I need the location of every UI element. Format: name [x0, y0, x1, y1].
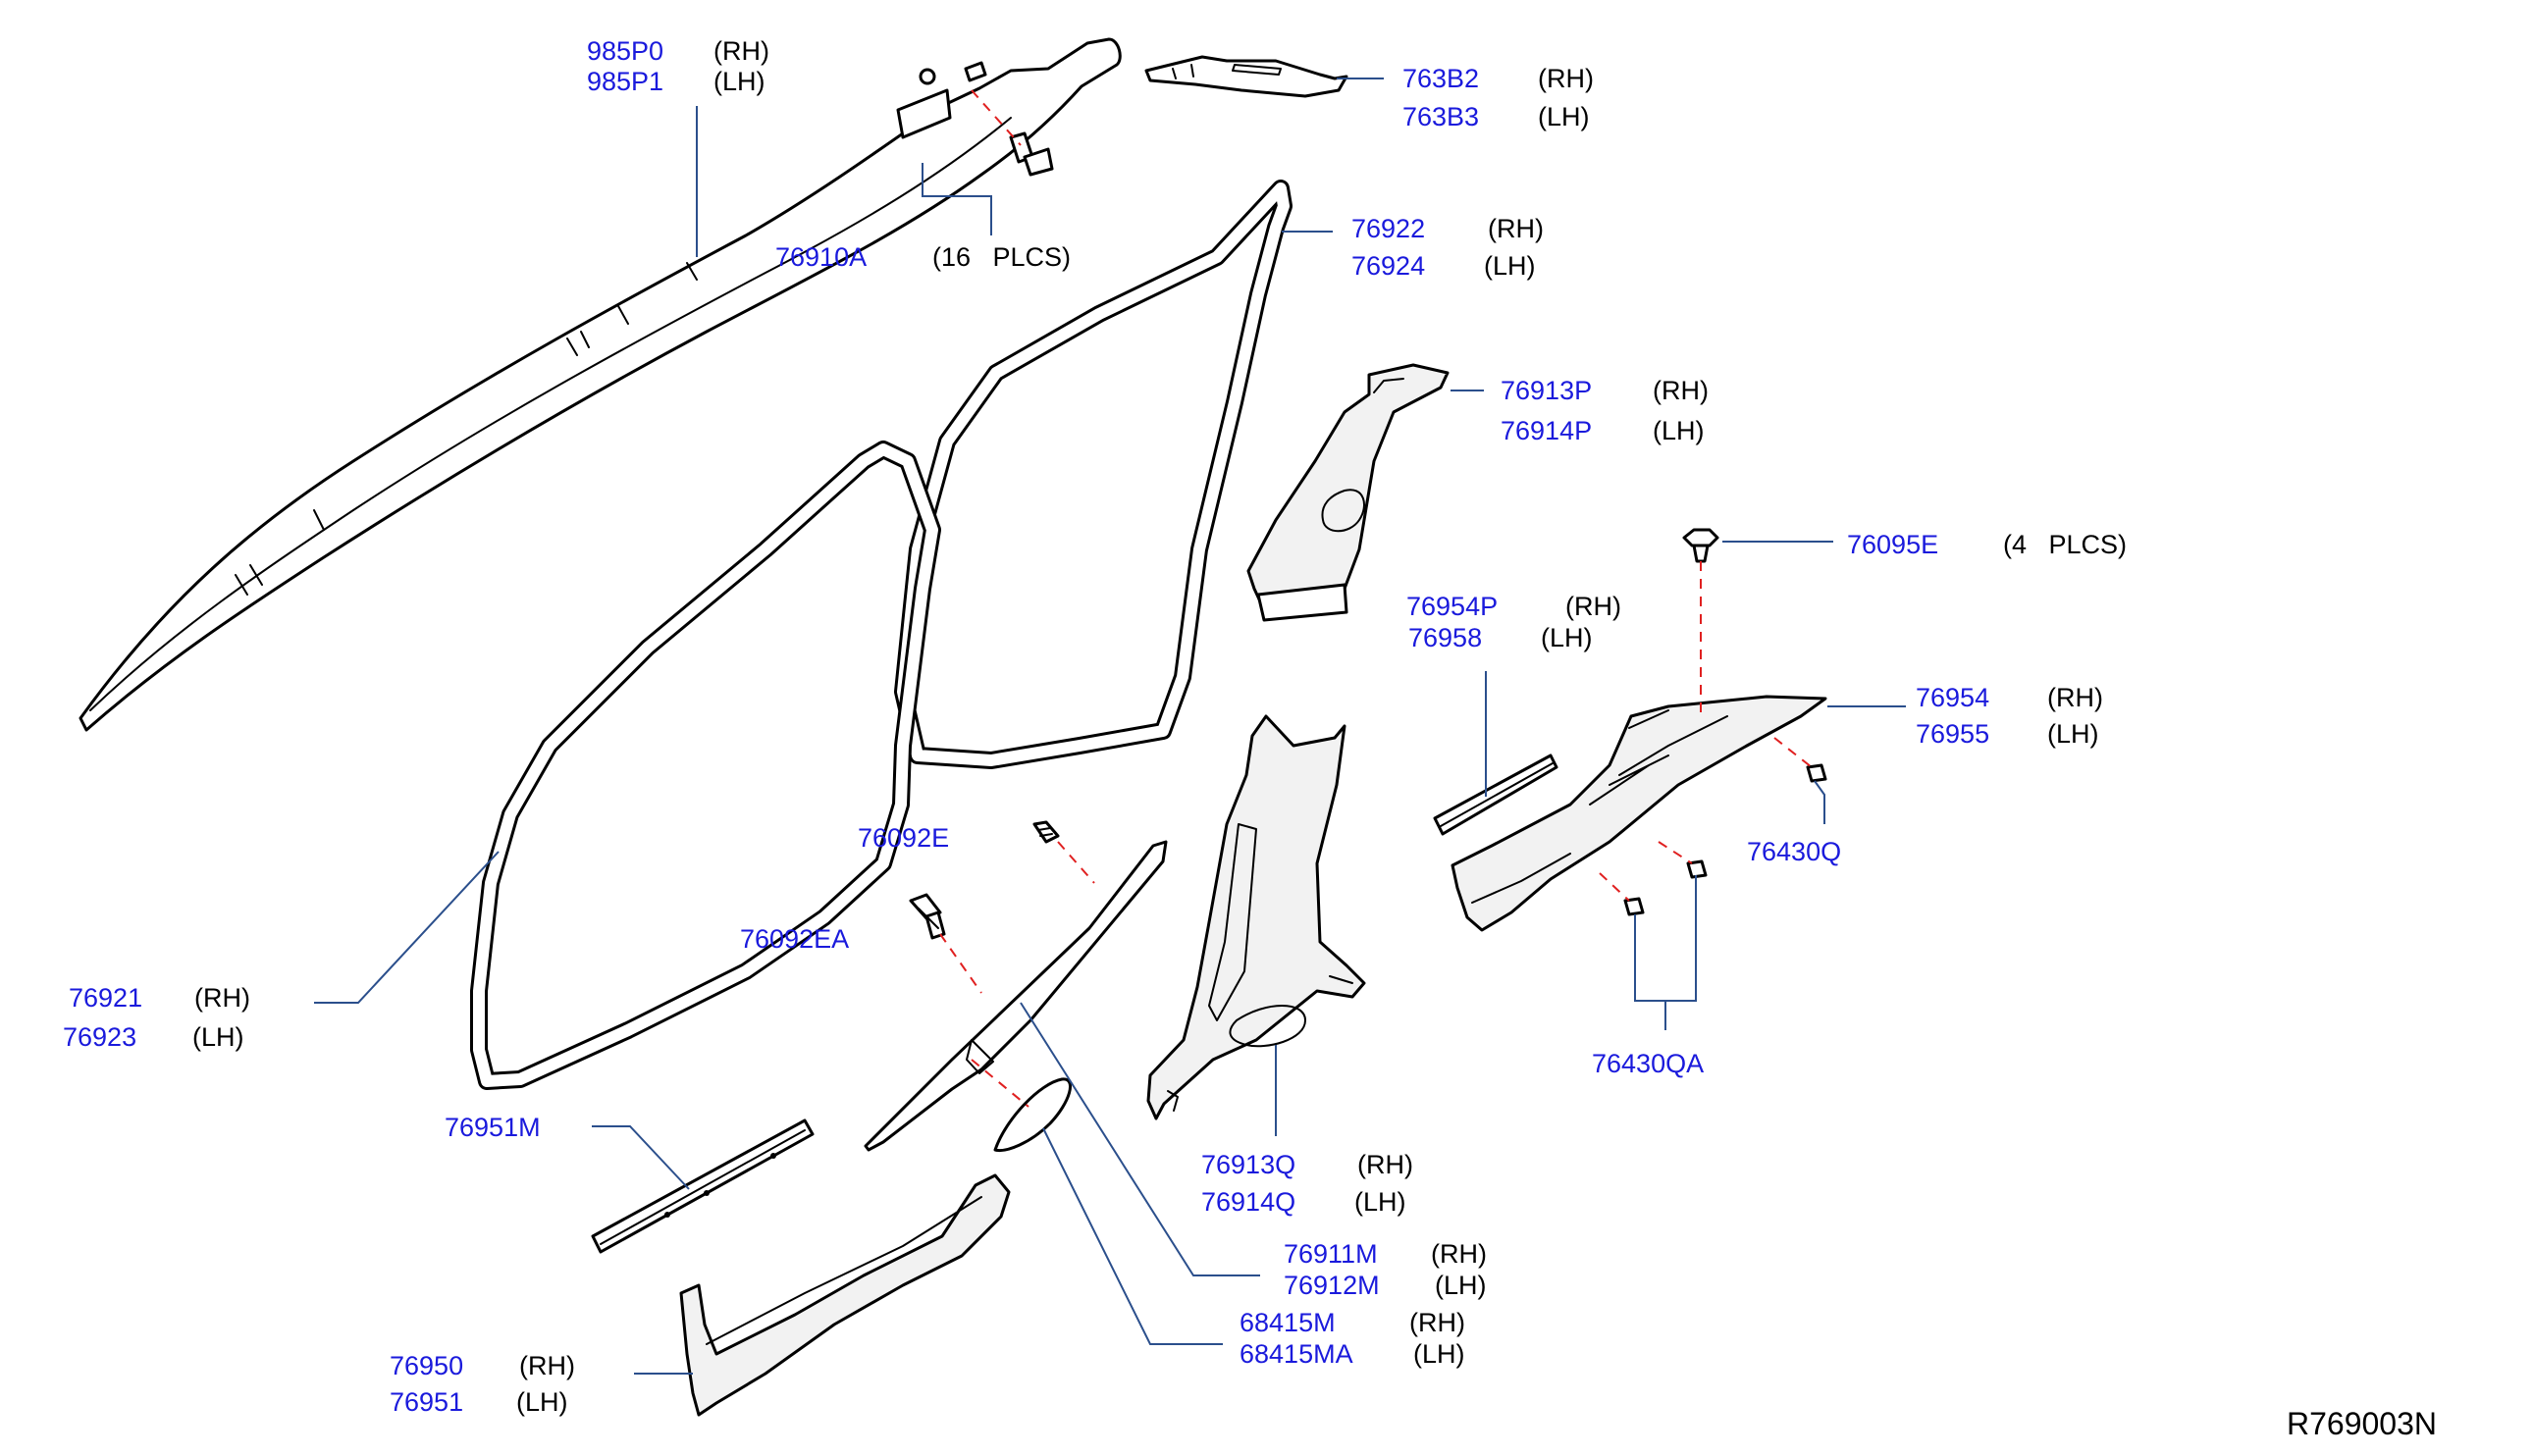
clip-76092e-drawing — [1032, 820, 1060, 844]
side-label: (LH) — [516, 1387, 568, 1417]
clips-76430q-drawing — [1623, 763, 1827, 916]
upper-rear-trim-drawing — [1144, 55, 1348, 98]
side-label: (LH) — [2047, 719, 2099, 749]
callout-76095e: 76095E (4 PLCS) — [1847, 530, 2127, 559]
rear-kicking-plate-drawing — [1433, 754, 1558, 836]
part-number: 76912M — [1284, 1271, 1380, 1300]
part-number: 76914Q — [1201, 1187, 1295, 1217]
clip-76095e-drawing — [1682, 528, 1719, 563]
callout-76951m: 76951M — [445, 1113, 541, 1142]
part-number: 76095E — [1847, 530, 1938, 559]
diagram-reference: R769003N — [2287, 1406, 2437, 1441]
side-label: (LH) — [1538, 102, 1590, 131]
part-number: 76951M — [445, 1113, 541, 1142]
side-label: (RH) — [1409, 1308, 1465, 1337]
side-label: (RH) — [1488, 214, 1544, 243]
callout-985p: 985P0 (RH) 985P1 (LH) — [587, 36, 769, 96]
callout-76910a: 76910A (16 PLCS) — [775, 242, 1071, 272]
callout-76092ea: 76092EA — [740, 924, 849, 954]
part-number: 76951 — [390, 1387, 463, 1417]
side-label: (LH) — [1354, 1187, 1406, 1217]
part-number: 76955 — [1916, 719, 1989, 749]
part-number: 763B3 — [1402, 102, 1479, 131]
side-label: (LH) — [1653, 416, 1705, 445]
part-number: 76954P — [1406, 592, 1498, 621]
rear-weatherstrip-drawing — [894, 180, 1293, 769]
clip-76092ea-drawing — [909, 893, 946, 940]
side-label: (RH) — [2047, 683, 2103, 712]
callout-68415m: 68415M (RH) 68415MA (LH) — [1240, 1308, 1465, 1369]
part-number: 76910A — [775, 242, 867, 272]
front-pillar-trim-drawing — [864, 840, 1168, 1152]
part-number: 985P0 — [587, 36, 663, 66]
front-kicking-trim-drawing — [679, 1173, 1011, 1417]
callout-76092e: 76092E — [858, 823, 949, 853]
part-number: 76914P — [1501, 416, 1592, 445]
side-label: (RH) — [519, 1351, 575, 1380]
front-weatherstrip-drawing — [470, 441, 941, 1090]
part-number: 763B2 — [1402, 64, 1479, 93]
part-number: 76950 — [390, 1351, 463, 1380]
part-number: 76092EA — [740, 924, 849, 954]
part-number: 76922 — [1351, 214, 1425, 243]
quantity-label: (4 PLCS) — [2003, 530, 2127, 559]
callout-76913q: 76913Q (RH) 76914Q (LH) — [1201, 1150, 1413, 1217]
part-number: 76430QA — [1592, 1049, 1704, 1078]
part-number: 76923 — [63, 1022, 136, 1052]
fastener-lines — [939, 89, 1813, 1108]
part-number: 76913P — [1501, 376, 1592, 405]
front-kicking-plate-drawing — [591, 1118, 815, 1254]
pillar-lower-trim-drawing — [1146, 714, 1366, 1120]
side-label: (RH) — [713, 36, 769, 66]
part-number: 76430Q — [1747, 837, 1841, 866]
cover-drawing — [993, 1077, 1072, 1153]
callout-763b: 763B2 (RH) 763B3 (LH) — [1402, 64, 1594, 131]
side-label: (LH) — [1541, 623, 1593, 652]
part-number: 76092E — [858, 823, 949, 853]
part-number: 76913Q — [1201, 1150, 1295, 1179]
rear-kicking-trim-drawing — [1451, 695, 1827, 932]
curtain-airbag-drawing — [79, 37, 1122, 732]
side-label: (RH) — [1357, 1150, 1413, 1179]
side-label: (LH) — [713, 67, 765, 96]
bolt-drawing — [1009, 131, 1054, 177]
leader-lines — [314, 78, 1906, 1375]
quantity-label: (16 PLCS) — [932, 242, 1071, 272]
callout-76911m: 76911M (RH) 76912M (LH) — [1284, 1239, 1487, 1300]
part-number: 68415M — [1240, 1308, 1336, 1337]
side-label: (RH) — [1538, 64, 1594, 93]
side-label: (LH) — [192, 1022, 244, 1052]
side-label: (LH) — [1484, 251, 1536, 281]
part-number: 985P1 — [587, 67, 663, 96]
callout-76922: 76922 (RH) 76924 (LH) — [1351, 214, 1544, 281]
part-number: 76911M — [1284, 1239, 1378, 1269]
pillar-upper-trim-drawing — [1246, 363, 1450, 622]
part-number: 76924 — [1351, 251, 1425, 281]
callout-76921: 76921 (RH) 76923 (LH) — [63, 983, 250, 1052]
side-label: (LH) — [1435, 1271, 1487, 1300]
part-number: 76958 — [1408, 623, 1482, 652]
callout-76954: 76954 (RH) 76955 (LH) — [1916, 683, 2103, 749]
callout-76954p: 76954P (RH) 76958 (LH) — [1406, 592, 1621, 652]
callout-76950: 76950 (RH) 76951 (LH) — [390, 1351, 575, 1417]
side-label: (RH) — [194, 983, 250, 1013]
part-number: 76921 — [69, 983, 142, 1013]
callout-76913p: 76913P (RH) 76914P (LH) — [1501, 376, 1709, 445]
part-number: 76954 — [1916, 683, 1989, 712]
callout-76430q: 76430Q — [1747, 837, 1841, 866]
side-label: (LH) — [1413, 1339, 1465, 1369]
part-number: 68415MA — [1240, 1339, 1353, 1369]
side-label: (RH) — [1431, 1239, 1487, 1269]
side-label: (RH) — [1653, 376, 1709, 405]
callout-76430qa: 76430QA — [1592, 1049, 1704, 1078]
side-label: (RH) — [1565, 592, 1621, 621]
